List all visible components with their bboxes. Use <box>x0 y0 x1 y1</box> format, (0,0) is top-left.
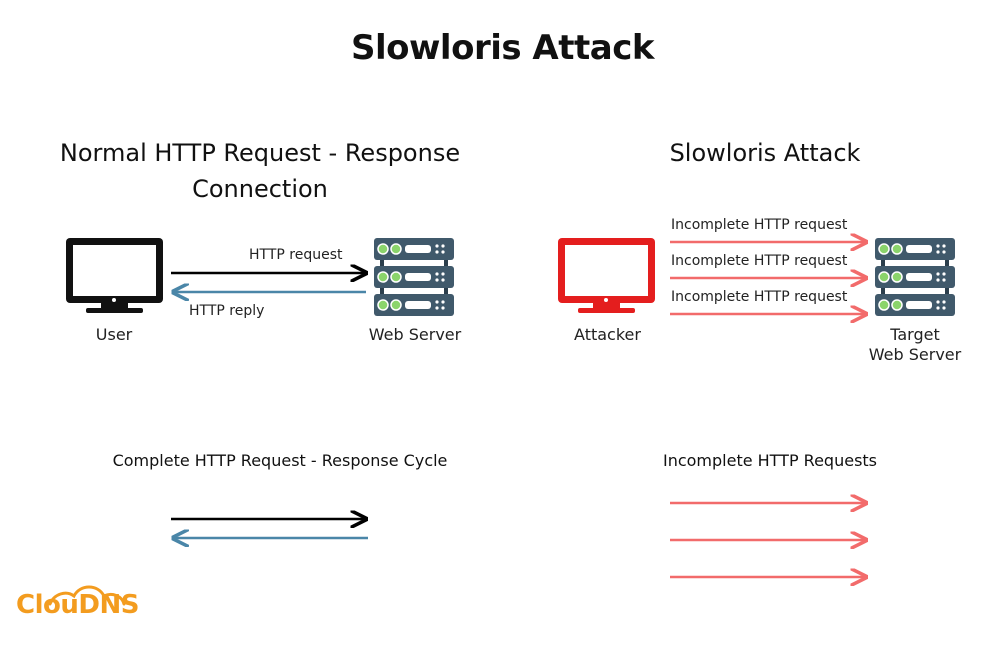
incomplete-request-label-3: Incomplete HTTP request <box>671 289 848 305</box>
cloudns-logo: ClouDNS <box>16 590 139 620</box>
incomplete-request-label-1: Incomplete HTTP request <box>671 217 848 233</box>
target-server-label: Target Web Server <box>855 325 975 365</box>
web-server-icon <box>373 237 455 317</box>
target-label-line1: Target <box>890 325 940 344</box>
attack-heading: Slowloris Attack <box>669 139 861 167</box>
attacker-monitor-icon <box>558 238 655 313</box>
cloudns-cloud-icon <box>48 585 126 606</box>
http-request-label: HTTP request <box>249 247 343 263</box>
incomplete-request-label-2: Incomplete HTTP request <box>671 253 848 269</box>
normal-heading-line2: Connection <box>192 175 328 203</box>
normal-heading: Normal HTTP Request - Response Connectio… <box>30 135 490 207</box>
target-server-icon <box>874 237 956 317</box>
normal-heading-line1: Normal HTTP Request - Response <box>59 139 461 167</box>
incomplete-requests-legend-label: Incomplete HTTP Requests <box>662 451 878 470</box>
page-title: Slowloris Attack <box>351 28 654 68</box>
attacker-label: Attacker <box>574 325 641 344</box>
http-reply-label: HTTP reply <box>189 303 265 319</box>
user-label: User <box>95 325 133 344</box>
user-monitor-icon <box>66 238 163 313</box>
web-server-label: Web Server <box>368 325 462 344</box>
complete-cycle-legend-label: Complete HTTP Request - Response Cycle <box>112 451 448 470</box>
target-label-line2: Web Server <box>868 345 962 364</box>
